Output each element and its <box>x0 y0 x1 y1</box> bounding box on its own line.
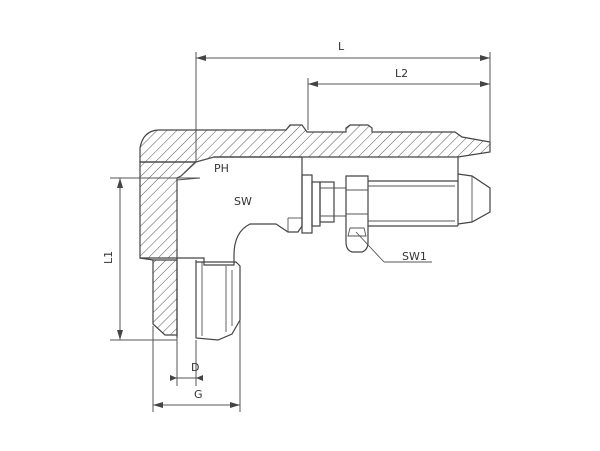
center-lines <box>110 177 201 181</box>
lower-branch <box>176 258 241 341</box>
right-branch <box>301 157 491 253</box>
label-sw: SW <box>234 195 252 208</box>
leader-sw1 <box>355 231 385 263</box>
dimension-l1: L1 <box>102 178 177 341</box>
dimension-g: G <box>152 320 241 412</box>
label-l2: L2 <box>395 67 408 80</box>
elbow-upper-wall <box>139 124 491 163</box>
locknut <box>345 175 369 253</box>
elbow-left-wall <box>139 161 198 259</box>
label-d: D <box>191 361 199 374</box>
label-g: G <box>194 388 203 401</box>
dimension-l: L <box>195 40 491 162</box>
label-l: L <box>338 40 345 53</box>
label-l1: L1 <box>102 251 115 264</box>
label-ph: PH <box>214 162 229 175</box>
label-sw1: SW1 <box>402 250 427 263</box>
hatched-section <box>139 124 491 336</box>
body-outlines <box>139 156 303 266</box>
callouts: PH SW SW1 <box>214 162 432 263</box>
dimension-d: D <box>170 338 203 386</box>
dimension-l2: L2 <box>307 67 490 130</box>
lower-stub-wall <box>152 259 178 336</box>
